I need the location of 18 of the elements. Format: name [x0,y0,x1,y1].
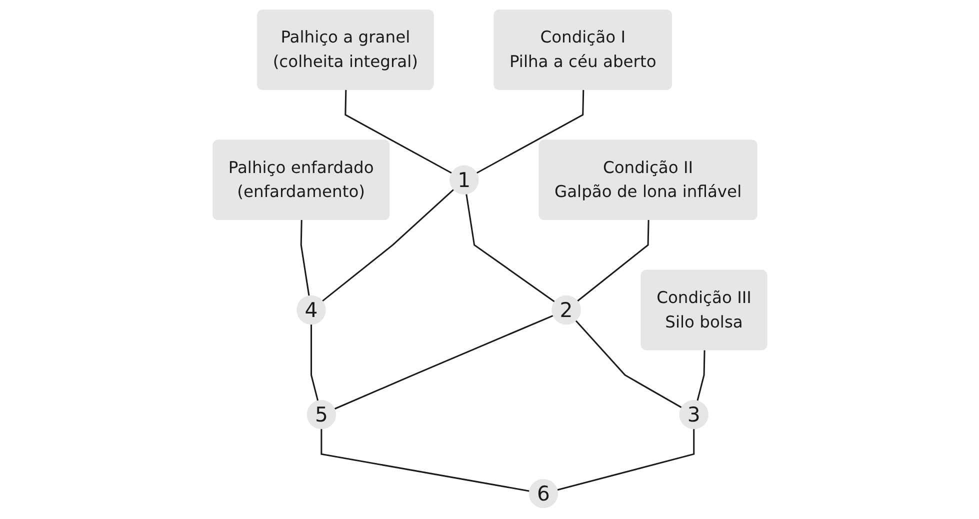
node-circle: 1 [449,165,478,194]
connector [465,194,555,302]
connector [696,350,705,402]
connector [576,220,649,302]
node-circle: 3 [678,400,708,430]
node-circle: 6 [528,479,558,508]
connector [344,90,452,174]
node-circle: 2 [551,295,580,325]
connector [556,428,694,491]
connector [334,314,554,410]
connector [300,220,310,296]
node-circle: 4 [296,295,326,325]
connector [476,90,584,174]
connector [321,188,454,302]
connector [320,428,530,492]
node-circle: 5 [306,400,336,430]
connector [310,324,318,402]
connector [574,320,682,408]
